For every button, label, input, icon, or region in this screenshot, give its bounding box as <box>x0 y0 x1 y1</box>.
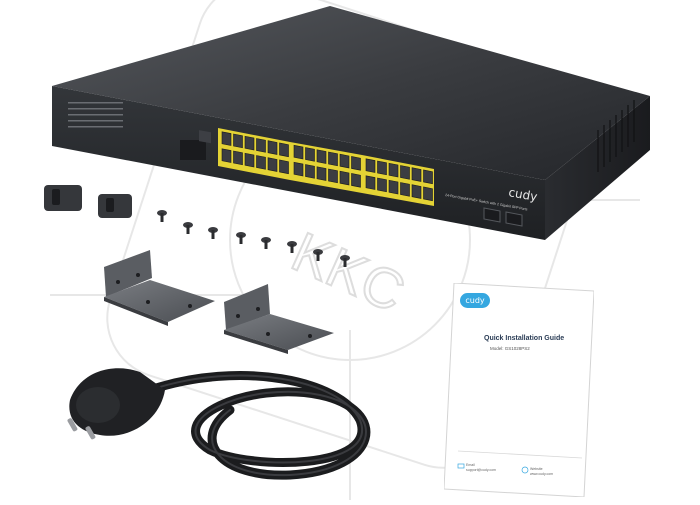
rj45-port <box>244 135 255 151</box>
switch-top-panel <box>52 6 650 180</box>
rj45-port <box>365 158 376 173</box>
guide-paper <box>444 283 594 497</box>
rj45-port <box>293 161 304 177</box>
mounting-screws <box>157 210 350 267</box>
rj45-port <box>339 153 350 169</box>
rj45-port <box>305 147 315 162</box>
rj45-port <box>244 152 255 168</box>
rj45-port <box>411 167 422 182</box>
power-cable <box>145 371 371 480</box>
guide-email: Email support@cudy.com <box>466 463 496 472</box>
rj45-port <box>256 138 266 153</box>
port-label-strip <box>180 140 206 160</box>
guide-website: Website www.cudy.com <box>530 467 553 476</box>
network-switch: 24-Port Gigabit PoE+ Switch with 2 Gigab… <box>52 6 650 240</box>
rj45-port <box>400 165 410 180</box>
rack-bracket-right <box>224 284 334 354</box>
rj45-port <box>388 179 399 195</box>
rj45-port <box>328 151 338 167</box>
mail-icon <box>457 463 465 469</box>
switch-brand-logo: cudy <box>507 185 538 204</box>
guide-email-label: Email <box>466 463 475 467</box>
rack-bracket-left <box>104 250 215 326</box>
guide-icons <box>457 463 529 474</box>
rubber-feet <box>44 185 132 218</box>
guide-website-label: Website <box>530 467 543 471</box>
rj45-port <box>423 186 433 202</box>
rj45-port <box>279 142 289 158</box>
guide-email-value: support@cudy.com <box>466 467 496 472</box>
rj45-port <box>328 168 338 184</box>
rj45-port <box>221 148 232 163</box>
rj45-port <box>233 150 243 166</box>
rj45-port <box>221 131 232 146</box>
globe-icon <box>521 466 529 474</box>
rj45-port <box>339 170 350 186</box>
quick-installation-guide: cudy Quick Installation Guide Model: GS1… <box>444 283 594 497</box>
rj45-port <box>351 156 361 171</box>
rj45-port <box>400 182 410 197</box>
rj45-port <box>293 144 304 160</box>
rj45-port <box>351 173 361 188</box>
sfp-ports <box>483 207 523 227</box>
schuko-plug <box>67 368 165 440</box>
guide-website-value: www.cudy.com <box>530 471 554 476</box>
rj45-port <box>377 177 387 193</box>
rj45-port <box>279 159 289 175</box>
rj45-port <box>411 184 422 199</box>
rj45-port <box>256 155 266 170</box>
rj45-port <box>233 133 243 149</box>
rj45-port <box>316 166 327 181</box>
rj45-ports <box>221 131 433 202</box>
rj45-port <box>423 169 433 185</box>
guide-title: Quick Installation Guide <box>484 335 565 342</box>
status-leds <box>68 102 123 128</box>
guide-model: Model: GS1028PS2 <box>490 346 530 351</box>
rj45-port <box>377 160 387 176</box>
guide-logo: cudy <box>460 293 490 308</box>
rj45-port <box>388 162 399 178</box>
rj45-port <box>267 140 278 155</box>
watermark-text: KKC <box>283 220 414 324</box>
rj45-port <box>316 149 327 164</box>
rj45-port <box>365 175 376 190</box>
side-vents <box>597 100 635 172</box>
rj45-port <box>305 164 315 179</box>
rj45-port <box>267 157 278 172</box>
